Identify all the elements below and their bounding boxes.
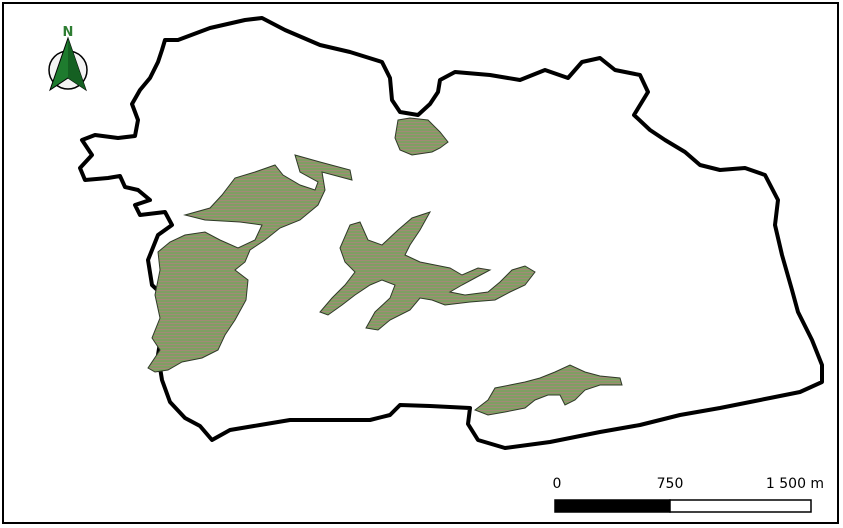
scale-label-1500: 1 500 m bbox=[766, 476, 824, 492]
forest-patches bbox=[147, 117, 623, 416]
scale-bar: 0 750 1 500 m bbox=[553, 476, 824, 513]
forest-patch-west bbox=[147, 154, 353, 373]
north-arrow-label: N bbox=[63, 25, 74, 40]
scale-label-0: 0 bbox=[553, 476, 562, 492]
scale-label-750: 750 bbox=[657, 476, 684, 492]
forest-patch-south bbox=[473, 364, 623, 416]
forest-patch-central bbox=[319, 211, 536, 331]
north-arrow-icon: N bbox=[48, 25, 88, 92]
study-area-boundary bbox=[78, 16, 824, 450]
forest-patch-north bbox=[394, 117, 449, 156]
